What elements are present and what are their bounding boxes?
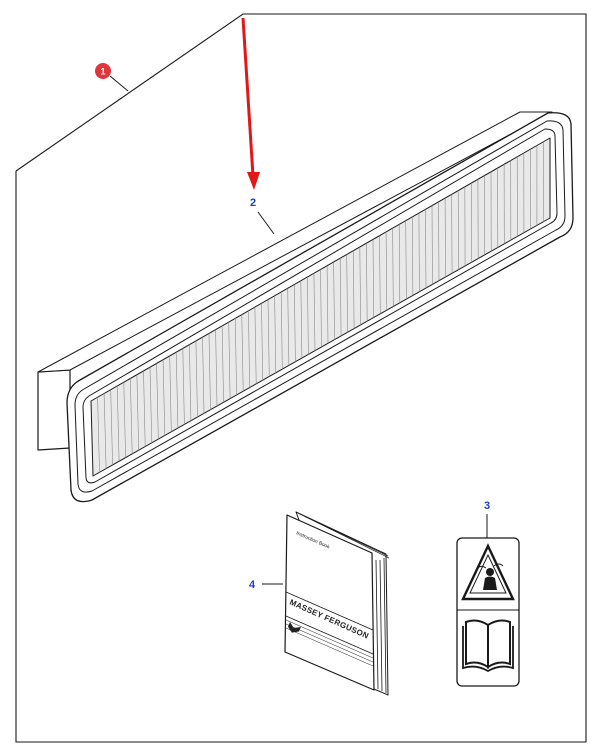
filter-pleat-line bbox=[235, 318, 237, 395]
callout-2-label: 2 bbox=[250, 197, 256, 209]
filter-pleat-line bbox=[431, 205, 433, 285]
group-badge-number: 1 bbox=[100, 67, 105, 77]
filter-pleat-line bbox=[313, 273, 316, 351]
filter-pleat-line bbox=[215, 329, 218, 407]
manual-cover bbox=[284, 514, 375, 691]
filter-pleat-line bbox=[353, 250, 355, 329]
filter-pleat-line bbox=[248, 310, 250, 388]
filter-pleat-line bbox=[169, 355, 172, 432]
filter-pleat-line bbox=[254, 307, 257, 384]
filter-pleat-line bbox=[136, 374, 139, 451]
filter-pleat-line bbox=[280, 291, 283, 370]
filter-pleat-line bbox=[300, 280, 303, 359]
red-pointer-arrow bbox=[241, 17, 260, 190]
massey-ferguson-logo-icon bbox=[287, 622, 301, 633]
filter-pleat-line bbox=[372, 239, 375, 318]
filter-pleat-line bbox=[294, 284, 296, 362]
badge-leader-line bbox=[109, 75, 129, 92]
operator-manual bbox=[284, 511, 390, 696]
filter-pleat-line bbox=[149, 367, 153, 443]
filter-pleat-line bbox=[267, 299, 270, 377]
filter-pleat-line bbox=[418, 213, 420, 292]
filter-pleat-line bbox=[366, 243, 368, 322]
filter-pleat-line bbox=[123, 382, 126, 458]
group-badge: 1 bbox=[95, 63, 111, 79]
filter-pleat-line bbox=[333, 261, 335, 340]
filter-pleat-line bbox=[103, 393, 107, 469]
filter-pleat-line bbox=[339, 258, 342, 336]
filter-pleat-line bbox=[438, 201, 440, 281]
filter-pleat-line bbox=[195, 340, 198, 418]
filter-pleat-line bbox=[425, 209, 427, 289]
callout-3-label: 3 bbox=[484, 500, 490, 512]
filter-pleat-line bbox=[175, 352, 179, 429]
filter-pleat-line bbox=[182, 348, 185, 425]
filter-pleat-line bbox=[405, 220, 407, 300]
open-book-icon bbox=[462, 619, 514, 673]
filter-pleat-line bbox=[346, 254, 348, 333]
cabin-air-filter bbox=[37, 111, 574, 503]
filter-pleat-line bbox=[385, 231, 388, 311]
kit-boundary bbox=[15, 13, 587, 743]
callout-2-leader bbox=[257, 211, 275, 235]
filter-media bbox=[90, 137, 551, 477]
filter-pleat-line bbox=[208, 333, 211, 410]
warning-triangle-icon bbox=[461, 543, 515, 601]
filter-pleat-line bbox=[326, 265, 329, 344]
filter-pleat-line bbox=[116, 385, 120, 462]
filter-pleat-line bbox=[228, 322, 231, 399]
filter-pleat-line bbox=[261, 303, 263, 381]
filter-pleat-line bbox=[202, 337, 205, 414]
filter-pleat-line bbox=[307, 276, 309, 355]
warning-decal bbox=[456, 537, 520, 687]
filter-pleat-line bbox=[379, 235, 381, 314]
filter-pleat-line bbox=[143, 370, 146, 447]
filter-pleat-line bbox=[320, 269, 322, 348]
filter-pleat-line bbox=[392, 228, 394, 307]
filter-pleat-line bbox=[274, 295, 277, 373]
filter-pleat-line bbox=[359, 246, 361, 325]
filter-pleats bbox=[97, 141, 544, 473]
filter-pleat-line bbox=[451, 194, 453, 274]
filter-pleat-line bbox=[221, 325, 224, 403]
filter-pleat-line bbox=[241, 314, 244, 392]
filter-pleat-line bbox=[189, 344, 192, 421]
callout-4-label: 4 bbox=[249, 579, 256, 591]
filter-pleat-line bbox=[130, 378, 133, 454]
filter-pleat-line bbox=[97, 397, 100, 473]
filter-pleat-line bbox=[162, 359, 166, 436]
filter-pleat-line bbox=[110, 389, 113, 465]
filter-pleat-line bbox=[411, 216, 414, 296]
filter-pleat-line bbox=[398, 224, 401, 303]
filter-pleat-line bbox=[156, 363, 159, 440]
filter-pleat-line bbox=[287, 288, 290, 366]
